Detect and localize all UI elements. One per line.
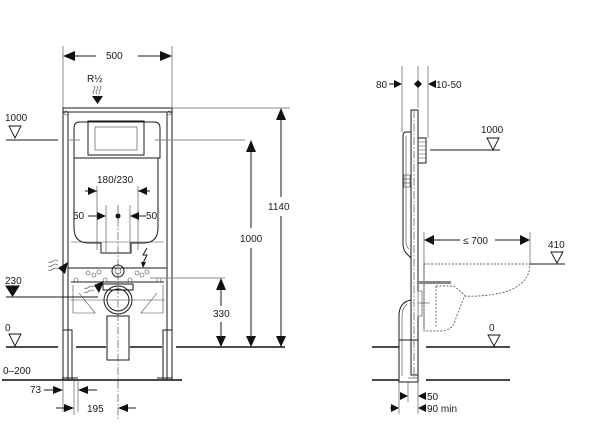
- frame-brackets: [72, 285, 164, 314]
- level-triangle-icon: [487, 334, 501, 347]
- level-marker-1000: 1000: [5, 113, 28, 140]
- water-wave-icon: [92, 85, 102, 95]
- screw-icon: [63, 110, 69, 116]
- arrow-icon: [88, 187, 97, 195]
- arrow-icon: [391, 404, 399, 412]
- cistern-profile: [402, 131, 412, 259]
- arrow-icon: [63, 51, 75, 61]
- arrow-icon: [118, 404, 128, 412]
- dimension-height-330: 330: [213, 278, 230, 347]
- arrow-icon: [520, 235, 530, 245]
- dimension-foot-195: 195: [56, 380, 136, 415]
- projection-700-label: ≤ 700: [463, 236, 488, 247]
- dim-500-label: 500: [106, 51, 123, 62]
- dimension-depth-80: 80 10-50: [376, 66, 462, 138]
- level-triangle-icon: [8, 333, 22, 348]
- flush-plate-opening: [87, 120, 145, 156]
- arrow-up-icon: [216, 278, 226, 290]
- level-triangle-icon: [8, 125, 22, 140]
- flush-spacing-label: 180/230: [97, 175, 134, 186]
- pipe-thread-label: R½: [87, 74, 103, 85]
- wc-bowl-outline: [423, 263, 531, 332]
- dimension-foot-73: 73: [30, 380, 97, 412]
- foot-73-label: 73: [30, 385, 42, 396]
- cistern-body: [73, 158, 159, 254]
- dimension-offsets: 50 50: [73, 205, 158, 252]
- electric-icon: [142, 247, 148, 264]
- mounting-hardware: [73, 269, 162, 283]
- arrow-icon: [58, 262, 68, 274]
- arrow-down-icon: [276, 336, 286, 347]
- height-1000-label: 1000: [240, 234, 263, 245]
- arrow-down-icon: [92, 96, 103, 104]
- floor-range-label: 0–200: [3, 366, 31, 377]
- arrow-icon: [400, 392, 408, 400]
- flush-plate: [94, 126, 138, 151]
- arrow-icon: [53, 386, 63, 394]
- arrow-up-icon: [276, 108, 286, 120]
- level-230-label: 230: [5, 276, 22, 287]
- arrow-icon: [138, 187, 147, 195]
- front-view: 500 R½ 180/230: [2, 46, 290, 420]
- flush-plate-profile: [417, 137, 427, 164]
- arrow-icon: [94, 281, 104, 293]
- wall-range-label: 10-50: [436, 80, 462, 91]
- side-level-marker-0: 0: [487, 323, 501, 347]
- arrow-icon: [78, 386, 88, 394]
- arrow-down-icon: [216, 336, 226, 347]
- seat-height-label: 410: [548, 240, 565, 251]
- dimension-height-1140: 1140: [268, 108, 290, 347]
- side-level-marker-1000: 1000: [481, 125, 504, 152]
- level-marker-0: 0: [5, 323, 22, 348]
- screw-icon: [166, 110, 172, 116]
- arrow-icon: [418, 404, 426, 412]
- arrow-icon: [160, 51, 172, 61]
- frame-profile: [410, 109, 419, 376]
- arrow-icon: [424, 235, 434, 245]
- level-marker-230: 230: [5, 276, 22, 297]
- arrow-down-icon: [246, 336, 256, 347]
- level-triangle-icon: [486, 137, 500, 152]
- dimension-width-500: 500: [62, 46, 173, 108]
- arrow-icon: [141, 262, 146, 268]
- arrow-icon: [97, 212, 106, 220]
- side-view: 80 10-50 1000: [372, 66, 565, 415]
- arrow-up-icon: [246, 140, 256, 152]
- foot-50-label: 50: [427, 392, 439, 403]
- water-wave-icon: [83, 285, 95, 293]
- cistern-top: [73, 121, 161, 159]
- dimension-foot-side: 50 90 min: [390, 382, 457, 415]
- arrow-icon: [64, 404, 74, 412]
- water-supply-marker: R½: [87, 74, 103, 104]
- side-level-marker-410: 410: [548, 240, 565, 264]
- arrow-icon: [428, 80, 436, 88]
- side-level-0-label: 0: [489, 323, 495, 334]
- foot-195-label: 195: [87, 404, 104, 415]
- level-triangle-icon: [550, 251, 564, 264]
- height-1140-label: 1140: [268, 202, 290, 213]
- wc-bracket: [418, 281, 451, 284]
- arrow-icon: [418, 392, 426, 400]
- offset-right-label: 50: [146, 211, 158, 222]
- level-1000-label: 1000: [5, 113, 28, 124]
- offset-left-label: 50: [73, 211, 85, 222]
- level-0-label: 0: [5, 323, 11, 334]
- diamond-icon: [414, 80, 422, 88]
- arrow-icon: [394, 80, 402, 88]
- side-level-1000-label: 1000: [481, 125, 504, 136]
- dimension-flush-spacing: 180/230: [85, 175, 150, 250]
- arrow-icon: [130, 212, 139, 220]
- water-wave-icon: [47, 259, 59, 271]
- dimension-height-1000: 1000: [240, 140, 263, 347]
- height-330-label: 330: [213, 309, 230, 320]
- depth-80-label: 80: [376, 80, 388, 91]
- foot-min-label: 90 min: [427, 404, 457, 415]
- level-triangle-solid-icon: [5, 285, 20, 297]
